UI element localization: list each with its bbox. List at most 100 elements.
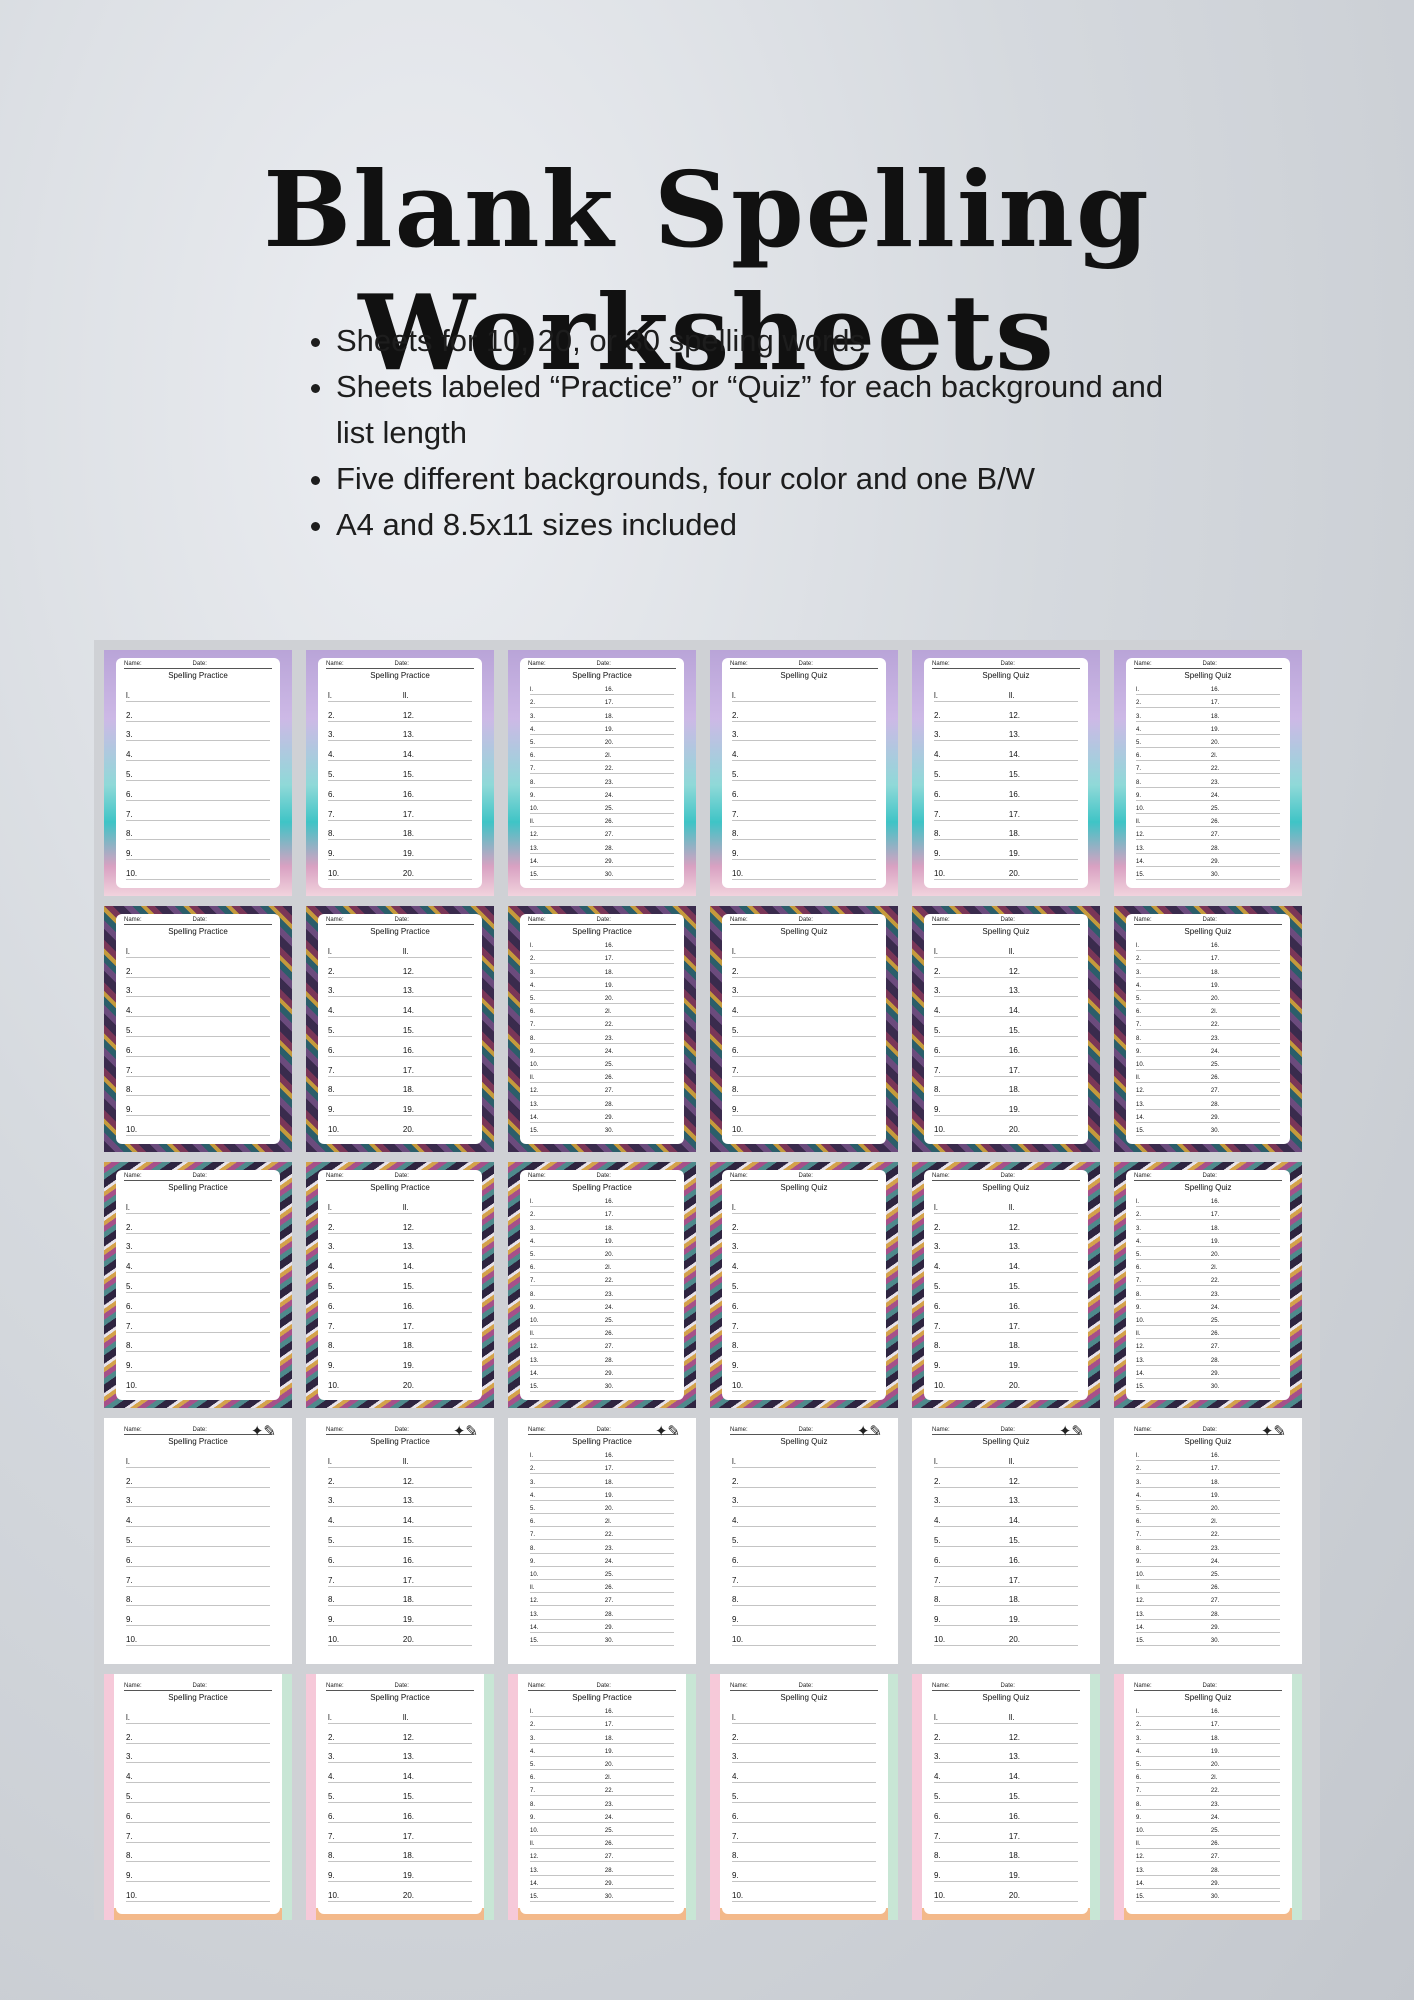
worksheet-title: Spelling Practice	[370, 1693, 430, 1702]
line-number: 27.	[1210, 832, 1220, 839]
line-number: 17.	[604, 1466, 614, 1473]
word-line: 6.2l.	[530, 1770, 674, 1784]
line-number: 2.	[1136, 1722, 1142, 1729]
word-line: 8.	[732, 1843, 876, 1863]
line-number: l.	[126, 690, 130, 700]
line-number: 13.	[402, 730, 414, 740]
word-line: 3.18.	[530, 964, 674, 978]
name-label: Name:	[124, 1683, 142, 1689]
line-number: 28.	[1210, 1357, 1220, 1364]
word-line: 7.17.	[934, 1057, 1078, 1077]
line-number: l.	[328, 690, 332, 700]
word-line: 2.12.	[934, 702, 1078, 722]
line-number: 28.	[604, 1867, 614, 1874]
line-number: 2.	[732, 1732, 739, 1742]
word-line: l.ll.	[328, 682, 472, 702]
word-lines: l.2.3.4.5.6.7.8.9.10.	[126, 1448, 270, 1654]
line-number: l.	[328, 1456, 332, 1466]
line-number: 4.	[732, 750, 739, 760]
word-line: 6.16.	[934, 1803, 1078, 1823]
word-line: 14.29.	[1136, 854, 1280, 867]
worksheet-title: Spelling Practice	[370, 927, 430, 936]
name-date-header: Name:Date:	[730, 1683, 878, 1691]
line-number: 8.	[1136, 779, 1142, 786]
date-label: Date:	[1000, 1173, 1015, 1179]
line-number: 16.	[1008, 1045, 1020, 1055]
word-line: l.ll.	[934, 1194, 1078, 1214]
name-date-header: Name:Date:	[528, 661, 676, 669]
line-number: 19.	[1008, 849, 1020, 859]
line-number: 15.	[1008, 769, 1020, 779]
line-number: 29.	[1210, 1114, 1220, 1121]
word-line: 2.	[732, 1214, 876, 1234]
line-number: 18.	[402, 1085, 414, 1095]
line-number: 7.	[328, 1065, 335, 1075]
word-line: 2.	[126, 958, 270, 978]
line-number: 20.	[1008, 868, 1020, 878]
word-line: 4.19.	[1136, 722, 1280, 735]
line-number: 19.	[402, 1871, 414, 1881]
line-number: 8.	[934, 1595, 941, 1605]
word-line: 7.	[126, 1567, 270, 1587]
worksheet-title: Spelling Quiz	[780, 927, 828, 936]
word-line: 13.28.	[530, 840, 674, 854]
word-line: 8.23.	[1136, 774, 1280, 788]
word-line: l.ll.	[328, 1194, 472, 1214]
word-line: l.	[126, 938, 270, 958]
line-number: 12.	[1008, 966, 1020, 976]
line-number: 3.	[732, 986, 739, 996]
line-number: 10.	[126, 1380, 138, 1390]
line-number: 17.	[604, 1722, 614, 1729]
line-number: 16.	[1008, 1555, 1020, 1565]
line-number: 6.	[530, 753, 536, 760]
word-line: 9.24.	[530, 1300, 674, 1313]
line-number: 27.	[604, 1088, 614, 1095]
word-line: 3.18.	[530, 1220, 674, 1234]
word-line: 4.19.	[530, 1234, 674, 1247]
word-line: 10.	[732, 1372, 876, 1392]
word-line: 12.27.	[530, 1339, 674, 1353]
word-line: 15.30.	[530, 1633, 674, 1646]
line-number: 3.	[1136, 1735, 1142, 1742]
date-label: Date:	[1202, 917, 1217, 923]
name-label: Name:	[932, 1427, 950, 1433]
feature-list: Sheets for 10, 20, or 30 spelling words …	[300, 318, 1196, 548]
line-number: 7.	[934, 809, 941, 819]
word-line: 6.	[126, 1293, 270, 1313]
word-line: 9.24.	[530, 1554, 674, 1567]
line-number: 20.	[1210, 1505, 1220, 1512]
word-line: 4.19.	[1136, 1744, 1280, 1757]
word-line: 3. 13.	[328, 722, 472, 742]
word-line: 15.30.	[1136, 1633, 1280, 1646]
feature-item: Sheets labeled “Practice” or “Quiz” for …	[336, 364, 1196, 456]
line-number: 26.	[1210, 1585, 1220, 1592]
word-line: 10.20.	[934, 1116, 1078, 1136]
line-number: 3.	[1136, 969, 1142, 976]
line-number: 8.	[328, 1085, 335, 1095]
line-number: 3.	[328, 730, 335, 740]
line-number: 3.	[328, 1496, 335, 1506]
line-number: 29.	[604, 1114, 614, 1121]
line-number: 17.	[1210, 700, 1220, 707]
word-line: 4.14.	[934, 1253, 1078, 1274]
line-number: 30.	[604, 871, 614, 878]
date-label: Date:	[1000, 917, 1015, 923]
line-number: ll.	[530, 819, 535, 826]
line-number: 3.	[732, 1496, 739, 1506]
worksheet-title: Spelling Practice	[168, 1693, 228, 1702]
word-line: 5.15.	[934, 1273, 1078, 1293]
name-date-header: Name:Date:	[528, 1173, 676, 1181]
word-lines: l.16.2.17.3.18.4.19.5.20.6.2l.7.22.8.23.…	[1136, 682, 1280, 884]
word-line: l.16.	[1136, 682, 1280, 696]
line-number: 9.	[328, 849, 335, 859]
line-number: 20.	[1008, 1890, 1020, 1900]
word-line: 6.2l.	[530, 1004, 674, 1018]
line-number: 30.	[604, 1893, 614, 1900]
word-line: 3.13.	[934, 722, 1078, 742]
word-line: 3.18.	[530, 1730, 674, 1744]
line-number: 8.	[328, 1595, 335, 1605]
line-number: l.	[126, 1712, 130, 1722]
